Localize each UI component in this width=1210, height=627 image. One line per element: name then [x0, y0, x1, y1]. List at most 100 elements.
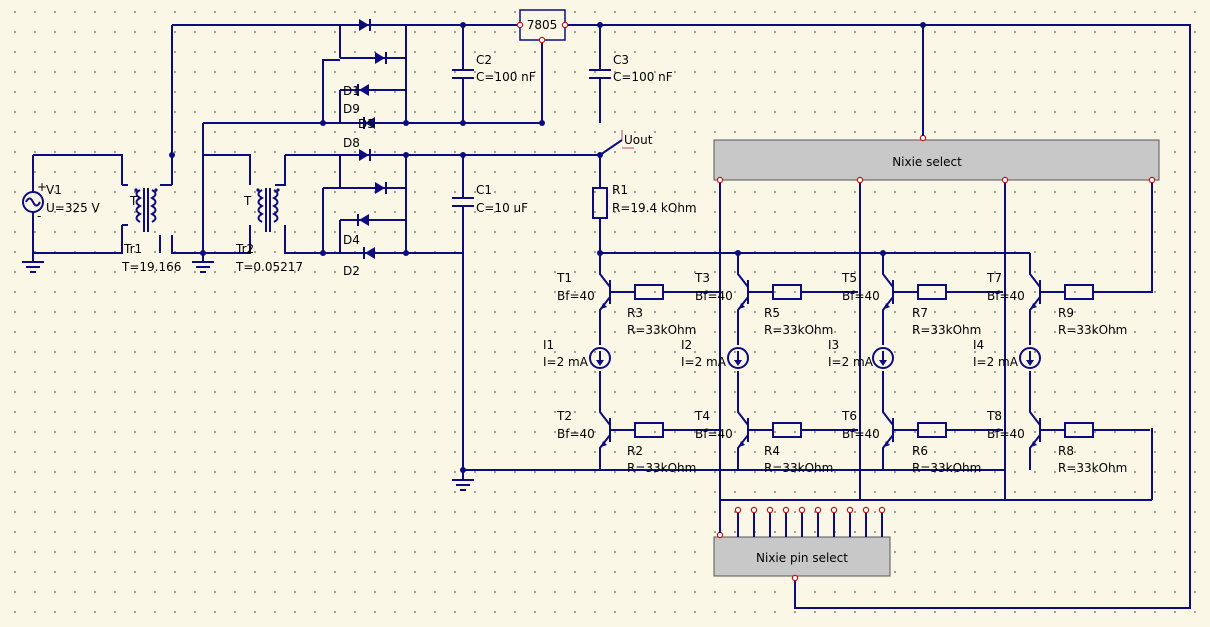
r6-value: R=33kOhm: [912, 461, 981, 475]
i3-name: I3: [828, 338, 839, 352]
transistor-emitter: [1029, 296, 1041, 314]
transistor-collector: [1029, 408, 1041, 426]
diode-d9-label: D9: [343, 102, 360, 116]
nixie-pin[interactable]: [830, 506, 838, 514]
current-source-symbol: [589, 347, 611, 369]
transistor-collector: [882, 270, 894, 288]
nixie-pin[interactable]: [862, 506, 870, 514]
r1-value: R=19.4 kOhm: [612, 201, 697, 215]
r4-name: R4: [764, 444, 780, 458]
t6-value: Bf=40: [842, 427, 880, 441]
r9-value: R=33kOhm: [1058, 323, 1127, 337]
diode-d5-label: D5: [358, 117, 375, 131]
transistor-emitter: [599, 434, 611, 452]
nixie-pin[interactable]: [846, 506, 854, 514]
diode-d1-label: D1: [343, 84, 360, 98]
i3-value: I=2 mA: [828, 355, 874, 369]
t1-name: T1: [556, 271, 572, 285]
current-source-symbol: [727, 347, 749, 369]
transistor-labels: T1 Bf=40 T3 Bf=40 T5 Bf=40 T7 Bf=40 T2 B…: [543, 271, 1127, 475]
ground-symbol: [452, 470, 474, 491]
emitter-arrow: [601, 303, 607, 309]
capacitor-c2[interactable]: C2 C=100 nF: [452, 53, 536, 84]
i4-value: I=2 mA: [973, 355, 1019, 369]
r2-name: R2: [627, 444, 643, 458]
junction-dots: [169, 22, 926, 473]
current-source-symbol: [872, 347, 894, 369]
transistor-collector: [737, 270, 749, 288]
resistor-r1[interactable]: R1 R=19.4 kOhm: [592, 183, 697, 219]
diode-bridge-upper[interactable]: D1 D9 D5: [339, 19, 407, 131]
nixie-select-block[interactable]: Nixie select: [713, 134, 1160, 184]
t7-value: Bf=40: [987, 289, 1025, 303]
emitter-arrow: [739, 441, 745, 447]
transistor-collector: [599, 270, 611, 288]
nixie-pin[interactable]: [782, 506, 790, 514]
t6-name: T6: [841, 409, 857, 423]
c2-value: C=100 nF: [476, 70, 536, 84]
i2-name: I2: [681, 338, 692, 352]
capacitor-c1[interactable]: C1 C=10 uF: [452, 183, 528, 215]
base-resistor: [1064, 422, 1094, 438]
t2-name: T2: [556, 409, 572, 423]
transistor-collector: [599, 408, 611, 426]
r4-value: R=33kOhm: [764, 461, 833, 475]
tr2-value: T=0.05217: [235, 260, 303, 274]
transistor-emitter: [882, 434, 894, 452]
nixie-pin[interactable]: [766, 506, 774, 514]
r1-name: R1: [612, 183, 628, 197]
nixie-pin-select-block[interactable]: Nixie pin select: [713, 506, 891, 582]
emitter-arrow: [884, 303, 890, 309]
t3-value: Bf=40: [695, 289, 733, 303]
voltage-source-v1[interactable]: + - V1 U=325 V: [22, 180, 101, 223]
base-resistor: [917, 422, 947, 438]
probe-name: Uout: [624, 133, 653, 147]
t5-name: T5: [841, 271, 857, 285]
r8-value: R=33kOhm: [1058, 461, 1127, 475]
nixie-pin[interactable]: [734, 506, 742, 514]
t8-name: T8: [986, 409, 1002, 423]
r3-name: R3: [627, 306, 643, 320]
transistor-emitter: [882, 296, 894, 314]
voltage-probe-uout[interactable]: Uout: [621, 130, 653, 149]
nixie-pin[interactable]: [798, 506, 806, 514]
tr2-tag: T: [243, 194, 252, 208]
diode-bridge-lower[interactable]: D8 D4 D2: [323, 136, 407, 278]
emitter-arrow: [1031, 303, 1037, 309]
transformer-tr2[interactable]: T Tr2 T=0.05217: [235, 188, 303, 274]
r8-name: R8: [1058, 444, 1074, 458]
source-value: U=325 V: [46, 201, 101, 215]
nixie-pin-select-label: Nixie pin select: [756, 551, 848, 565]
transistor-emitter: [737, 434, 749, 452]
r3-value: R=33kOhm: [627, 323, 696, 337]
ground-symbol: [192, 253, 214, 273]
r9-name: R9: [1058, 306, 1074, 320]
source-minus: -: [37, 209, 41, 223]
transistor-collector: [882, 408, 894, 426]
nixie-pin[interactable]: [814, 506, 822, 514]
capacitor-c3[interactable]: C3 C=100 nF: [589, 53, 673, 84]
r2-value: R=33kOhm: [627, 461, 696, 475]
emitter-arrow: [1031, 441, 1037, 447]
regulator-7805[interactable]: 7805: [516, 9, 569, 44]
current-source-arrowhead: [596, 360, 604, 366]
wires: [32, 24, 1191, 609]
wire-select-outputs: [719, 183, 1153, 500]
nixie-pin[interactable]: [878, 506, 886, 514]
wire-pin-select: [719, 428, 1153, 533]
emitter-arrow: [601, 441, 607, 447]
i1-value: I=2 mA: [543, 355, 589, 369]
r5-value: R=33kOhm: [764, 323, 833, 337]
transistor-emitter: [737, 296, 749, 314]
t2-value: Bf=40: [557, 427, 595, 441]
transistor-collector: [1029, 270, 1041, 288]
diode-d8-label: D8: [343, 136, 360, 150]
nixie-pin[interactable]: [750, 506, 758, 514]
nixie-select-label: Nixie select: [892, 155, 962, 169]
transformer-tr1[interactable]: T Tr1 T=19.166: [121, 184, 181, 274]
current-source-arrowhead: [1026, 360, 1034, 366]
t8-value: Bf=40: [987, 427, 1025, 441]
c1-name: C1: [476, 183, 492, 197]
emitter-arrow: [739, 303, 745, 309]
